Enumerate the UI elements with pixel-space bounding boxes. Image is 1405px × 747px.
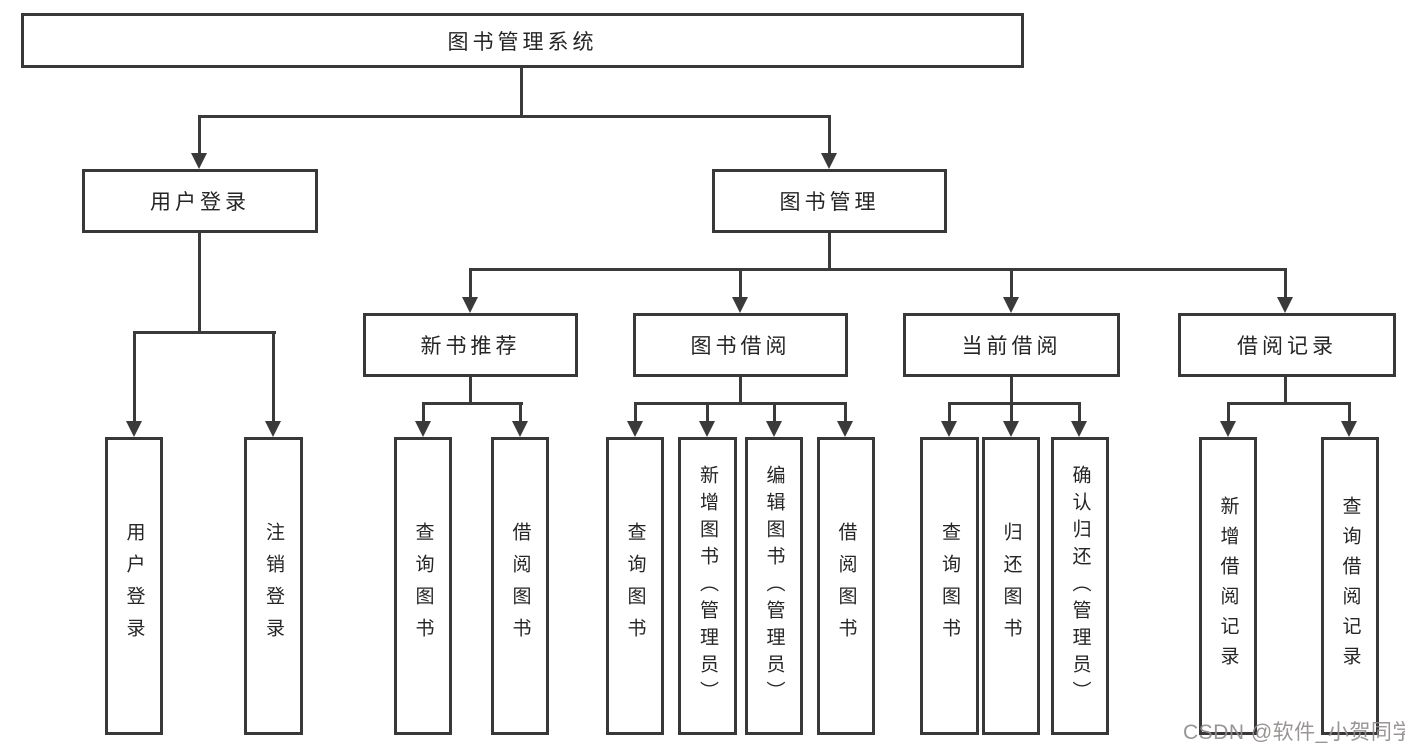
leaf-logout: 注销登录 xyxy=(244,437,303,735)
arrow-down-icon xyxy=(1277,297,1293,313)
arrow-down-icon xyxy=(766,421,782,437)
edge-line xyxy=(634,402,637,424)
edge-line xyxy=(948,402,951,424)
leaf-query-books-2: 查询图书 xyxy=(606,437,664,735)
edge-line xyxy=(422,402,523,405)
arrow-down-icon xyxy=(837,421,853,437)
arrow-down-icon xyxy=(191,153,207,169)
edge-line xyxy=(1284,377,1287,404)
leaf-return-book: 归还图书 xyxy=(982,437,1040,735)
edge-line xyxy=(1078,402,1081,424)
edge-line xyxy=(828,115,831,157)
node-label: 借阅记录 xyxy=(1237,335,1337,358)
node-current-borrow: 当前借阅 xyxy=(903,313,1120,377)
node-label: 新书推荐 xyxy=(420,335,521,358)
arrow-down-icon xyxy=(821,153,837,169)
node-label: 查询借阅记录 xyxy=(1339,496,1361,676)
edge-line xyxy=(1010,268,1013,301)
leaf-query-books-3: 查询图书 xyxy=(920,437,979,735)
edge-line xyxy=(198,115,831,118)
node-label: 查询图书 xyxy=(939,522,960,650)
node-book-management: 图书管理 xyxy=(712,169,947,233)
edge-line xyxy=(706,402,709,424)
edge-line xyxy=(828,233,831,271)
node-label: 用户登录 xyxy=(123,522,145,650)
edge-line xyxy=(422,402,425,424)
watermark: CSDN @软件_小贺同学 xyxy=(1183,721,1405,744)
edge-line xyxy=(198,233,201,334)
edge-line xyxy=(469,377,472,404)
arrow-down-icon xyxy=(732,297,748,313)
node-label: 新增图书（管理员） xyxy=(697,464,718,708)
arrow-down-icon xyxy=(1220,421,1236,437)
leaf-confirm-return-admin: 确认归还（管理员） xyxy=(1051,437,1109,735)
edge-line xyxy=(844,402,847,424)
edge-line xyxy=(773,402,776,424)
arrow-down-icon xyxy=(512,421,528,437)
arrow-down-icon xyxy=(1071,421,1087,437)
edge-line xyxy=(272,331,275,425)
leaf-add-book-admin: 新增图书（管理员） xyxy=(678,437,737,735)
arrow-down-icon xyxy=(699,421,715,437)
leaf-borrow-books-2: 借阅图书 xyxy=(817,437,875,735)
leaf-query-borrow-record: 查询借阅记录 xyxy=(1321,437,1379,735)
leaf-borrow-books-1: 借阅图书 xyxy=(491,437,549,735)
node-label: 归还图书 xyxy=(1000,522,1022,650)
edge-line xyxy=(133,331,136,425)
leaf-add-borrow-record: 新增借阅记录 xyxy=(1199,437,1257,735)
node-label: 注销登录 xyxy=(263,522,284,650)
node-label: 查询图书 xyxy=(412,522,434,650)
node-label: 用户登录 xyxy=(150,191,250,214)
node-label: 查询图书 xyxy=(624,522,646,650)
arrow-down-icon xyxy=(462,297,478,313)
arrow-down-icon xyxy=(1003,421,1019,437)
node-label: 当前借阅 xyxy=(961,335,1062,358)
edge-line xyxy=(1010,377,1013,404)
node-label: 新增借阅记录 xyxy=(1217,496,1239,676)
arrow-down-icon xyxy=(126,421,142,437)
edge-line xyxy=(198,115,201,157)
node-label: 借阅图书 xyxy=(835,522,857,650)
arrow-down-icon xyxy=(265,421,281,437)
arrow-down-icon xyxy=(1003,297,1019,313)
edge-line xyxy=(469,268,472,301)
edge-line xyxy=(520,68,523,118)
arrow-down-icon xyxy=(415,421,431,437)
edge-line xyxy=(1284,268,1287,301)
edge-line xyxy=(1010,402,1013,424)
edge-line xyxy=(133,331,276,334)
leaf-query-books-1: 查询图书 xyxy=(394,437,452,735)
arrow-down-icon xyxy=(941,421,957,437)
node-label: 图书借阅 xyxy=(690,335,791,358)
edge-line xyxy=(469,268,1287,271)
leaf-edit-book-admin: 编辑图书（管理员） xyxy=(745,437,803,735)
node-book-borrow: 图书借阅 xyxy=(633,313,848,377)
edge-line xyxy=(634,402,847,405)
node-label: 确认归还（管理员） xyxy=(1069,464,1091,708)
arrow-down-icon xyxy=(627,421,643,437)
node-user-login: 用户登录 xyxy=(82,169,318,233)
node-borrow-records: 借阅记录 xyxy=(1178,313,1396,377)
node-label: 借阅图书 xyxy=(509,522,531,650)
node-label: 编辑图书（管理员） xyxy=(763,464,785,708)
node-label: 图书管理系统 xyxy=(447,30,598,54)
edge-line xyxy=(739,377,742,404)
edge-line xyxy=(1348,402,1351,424)
edge-line xyxy=(1227,402,1351,405)
node-root: 图书管理系统 xyxy=(21,13,1024,68)
edge-line xyxy=(1227,402,1230,424)
leaf-user-login: 用户登录 xyxy=(105,437,163,735)
edge-line xyxy=(948,402,1081,405)
node-label: 图书管理 xyxy=(779,191,880,214)
edge-line xyxy=(519,402,522,424)
arrow-down-icon xyxy=(1341,421,1357,437)
edge-line xyxy=(739,268,742,301)
node-new-book-recommend: 新书推荐 xyxy=(363,313,578,377)
